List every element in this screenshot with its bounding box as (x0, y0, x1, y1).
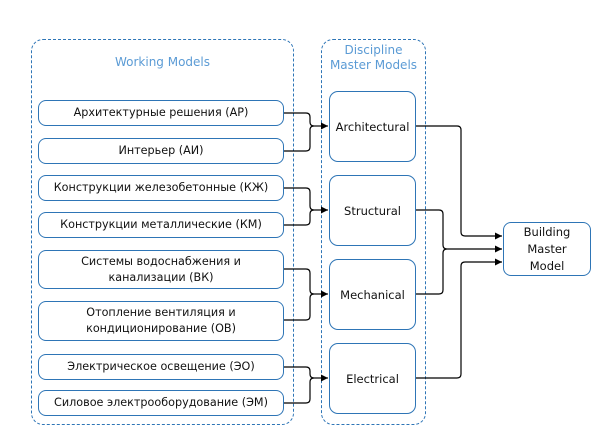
working-models-group: Working Models (31, 39, 294, 425)
discipline-model-label: Structural (344, 203, 401, 218)
working-model-ar[interactable]: Архитектурные решения (АР) (38, 100, 284, 126)
discipline-model-label: Architectural (335, 119, 410, 134)
working-model-em[interactable]: Силовое электрооборудование (ЭМ) (38, 390, 284, 416)
bracket-architectural (284, 112, 315, 152)
line-architectural-to-building (416, 125, 502, 240)
working-model-vk[interactable]: Системы водоснабжения и канализации (ВК) (38, 250, 284, 289)
working-model-ov[interactable]: Отопление вентиляция и кондиционирование… (38, 301, 284, 341)
building-master-model[interactable]: Building Master Model (503, 222, 591, 276)
working-model-kzh[interactable]: Конструкции железобетонные (КЖ) (38, 175, 284, 201)
line-electrical-to-building (416, 258, 502, 379)
working-models-title: Working Models (114, 55, 211, 69)
discipline-model-mechanical[interactable]: Mechanical (329, 259, 416, 330)
working-model-label: Силовое электрооборудование (ЭМ) (54, 396, 268, 409)
bracket-structural (284, 187, 315, 226)
discipline-model-architectural[interactable]: Architectural (329, 91, 416, 162)
working-model-label: Интерьер (АИ) (118, 144, 204, 157)
bracket-electrical (284, 366, 315, 404)
working-model-eo[interactable]: Электрическое освещение (ЭО) (38, 354, 284, 380)
discipline-model-label: Mechanical (340, 287, 405, 302)
working-model-km[interactable]: Конструкции металлические (КМ) (38, 212, 284, 238)
bracket-mechanical (284, 268, 315, 321)
working-model-label: Системы водоснабжения и канализации (ВК) (81, 254, 241, 284)
working-model-label: Отопление вентиляция и кондиционирование… (86, 306, 236, 335)
building-master-model-label: Building Master Model (523, 224, 571, 273)
discipline-model-structural[interactable]: Structural (329, 175, 416, 246)
working-model-label: Электрическое освещение (ЭО) (67, 360, 255, 373)
working-model-label: Архитектурные решения (АР) (73, 106, 249, 119)
working-model-label: Конструкции железобетонные (КЖ) (53, 181, 269, 194)
discipline-model-label: Electrical (346, 371, 399, 386)
working-model-ai[interactable]: Интерьер (АИ) (38, 138, 284, 164)
discipline-models-title: Discipline Master Models (329, 43, 418, 72)
discipline-model-electrical[interactable]: Electrical (329, 343, 416, 414)
working-model-label: Конструкции металлические (КМ) (60, 218, 262, 231)
discipline-models-group: Discipline Master Models (321, 39, 426, 425)
bracket-structural-mechanical (416, 209, 448, 295)
